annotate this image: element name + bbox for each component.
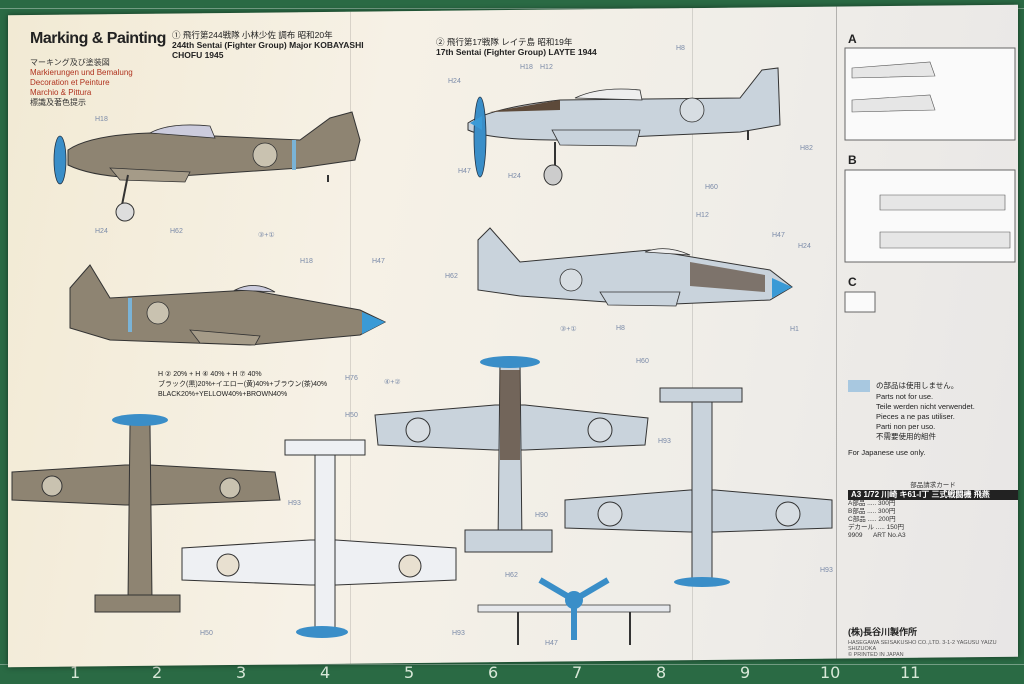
callout-label: ③+① <box>560 326 577 333</box>
ki61-side-view-4 <box>477 227 793 307</box>
callout-label: H8 <box>676 45 685 52</box>
callout-label: ④+② <box>384 379 401 386</box>
subtitle-de: Markierungen und Bemalung <box>30 68 133 77</box>
ki61-side-view-3 <box>467 67 781 186</box>
ruler-number: 6 <box>488 663 499 682</box>
ki61-side-view-2 <box>69 264 387 346</box>
callout-label: H93 <box>452 630 465 637</box>
ki61-bottom-view-1 <box>181 439 457 638</box>
callout-label: H90 <box>535 512 548 519</box>
callout-label: H60 <box>705 184 718 191</box>
callout-label: H18 <box>300 258 313 265</box>
company-footer: HASEGAWA SEISAKUSHO CO.,LTD. 3-1-2 YAGUS… <box>848 640 997 658</box>
callout-label: H18 <box>95 116 108 123</box>
callout-label: H24 <box>798 243 811 250</box>
callout-label: H62 <box>170 228 183 235</box>
ruler-number: 1 <box>70 663 81 682</box>
subtitle-zh: 標識及著色提示 <box>30 98 86 107</box>
company-name: (株)長谷川製作所 <box>848 627 917 637</box>
callout-label: H93 <box>658 438 671 445</box>
section-label-a: A <box>848 32 857 46</box>
callout-label: ③+① <box>258 232 275 239</box>
ruler-number: 11 <box>900 663 921 682</box>
callout-label: H24 <box>508 173 521 180</box>
subtitle-it: Marchio & Pittura <box>30 88 92 97</box>
title-translations: マーキング及び塗装図 Markierungen und Bemalung Dec… <box>30 58 133 108</box>
ruler-number: 8 <box>656 663 667 682</box>
ki61-top-view-1 <box>11 414 281 613</box>
section-label-c: C <box>848 275 857 289</box>
callout-label: H47 <box>458 168 471 175</box>
callout-label: H12 <box>696 212 709 219</box>
ruler-number: 4 <box>320 663 331 682</box>
callout-label: H24 <box>95 228 108 235</box>
callout-label: H82 <box>800 145 813 152</box>
page-title: Marking & Painting <box>30 30 166 47</box>
ruler-number: 5 <box>404 663 415 682</box>
callout-label: H93 <box>288 500 301 507</box>
ruler-number: 9 <box>740 663 751 682</box>
unused-parts-swatch <box>848 380 870 392</box>
callout-label: H93 <box>820 567 833 574</box>
callout-label: H47 <box>372 258 385 265</box>
callout-label: H62 <box>505 572 518 579</box>
parts-box-c <box>844 291 876 313</box>
ruler-number: 7 <box>572 663 583 682</box>
scheme-1-caption: ① 飛行第244戦隊 小林少佐 調布 昭和20年 244th Sentai (F… <box>172 30 364 60</box>
callout-label: H60 <box>636 358 649 365</box>
mat-grid-line <box>0 8 1024 9</box>
ruler-number: 3 <box>236 663 247 682</box>
mat-grid-line <box>0 664 1024 665</box>
ruler-number: 2 <box>152 663 163 682</box>
ki61-top-view-2 <box>374 356 649 553</box>
callout-label: H76 <box>345 375 358 382</box>
ki61-bottom-view-2 <box>564 387 833 587</box>
callout-label: H12 <box>540 64 553 71</box>
callout-label: H47 <box>772 232 785 239</box>
callout-label: H8 <box>616 325 625 332</box>
section-label-b: B <box>848 153 857 167</box>
callout-label: H18 <box>520 64 533 71</box>
subtitle-fr: Decoration et Peinture <box>30 78 110 87</box>
ki61-front-view <box>477 577 671 645</box>
callout-label: H24 <box>448 78 461 85</box>
parts-not-used-note: の部品は使用しません。 Parts not for use. Teile wer… <box>848 380 975 457</box>
scheme-2-caption: ② 飛行第17戦隊 レイテ島 昭和19年 17th Sentai (Fighte… <box>436 37 597 57</box>
subtitle-jp: マーキング及び塗装図 <box>30 58 110 67</box>
ki61-side-view-1 <box>53 111 361 222</box>
callout-label: H47 <box>545 640 558 647</box>
parts-order-card: 部品請求カード A3 1/72 川崎 キ61-I丁 三式戦闘機 飛燕 A部品 .… <box>848 482 1018 632</box>
color-mix-legend: H ② 20% + H ④ 40% + H ⑦ 40% ブラック(黒)20%+イ… <box>158 371 328 398</box>
callout-label: H62 <box>445 273 458 280</box>
card-model-line: A3 1/72 川崎 キ61-I丁 三式戦闘機 飛燕 <box>848 490 1018 500</box>
callout-label: H1 <box>790 326 799 333</box>
ruler-number: 10 <box>820 663 841 682</box>
callout-label: H50 <box>345 412 358 419</box>
callout-label: H50 <box>200 630 213 637</box>
